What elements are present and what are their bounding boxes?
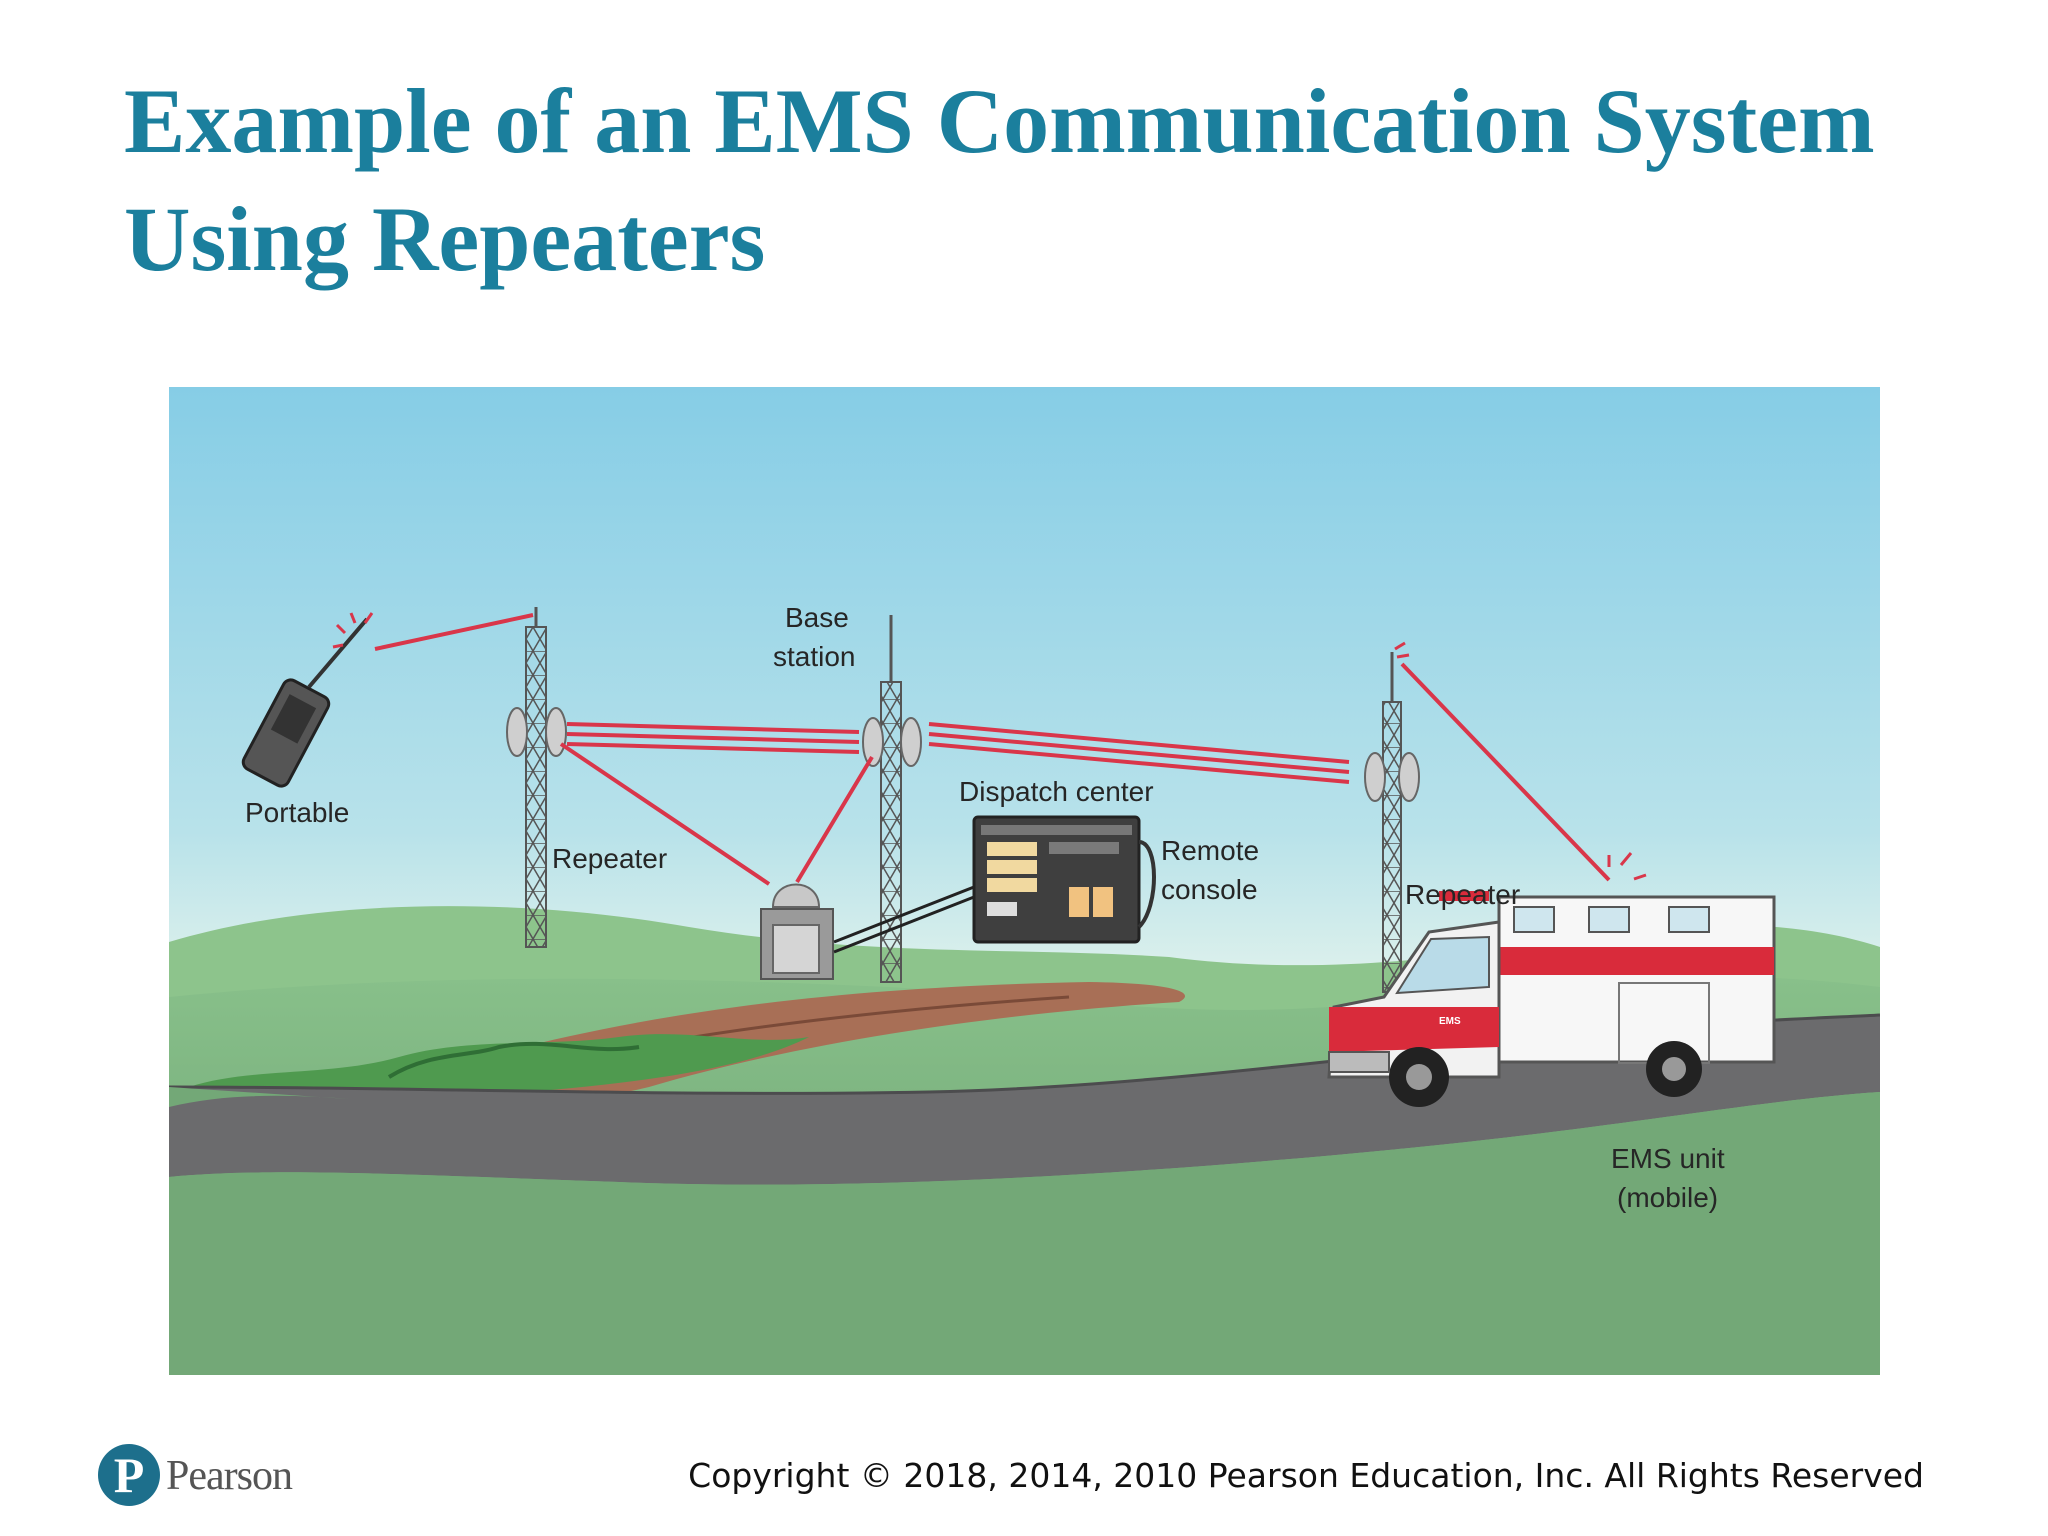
label-remote-console-line1: Remote — [1161, 835, 1259, 866]
slide-title: Example of an EMS Communication System U… — [124, 70, 1875, 290]
signal-shelter-to-repeater — [559, 742, 771, 886]
signal-links — [332, 612, 1647, 886]
pearson-logo-letter: P — [113, 1447, 145, 1503]
repeater-right-spark — [1394, 641, 1410, 659]
repeater-tower-left — [506, 607, 567, 948]
ambulance-signal-spark — [1607, 852, 1647, 881]
remote-console — [833, 815, 1156, 954]
ambulance: EMS — [1327, 891, 1776, 1107]
label-repeater-right: Repeater — [1405, 879, 1520, 910]
pearson-logo-circle: P — [98, 1444, 160, 1506]
signal-base-to-repeater-3 — [928, 742, 1350, 784]
copyright-notice: Copyright © 2018, 2014, 2010 Pearson Edu… — [688, 1456, 1924, 1495]
signal-repeater-to-base-3 — [566, 742, 860, 754]
base-station-tower — [862, 615, 922, 983]
repeater-tower-right — [1364, 652, 1420, 993]
label-portable: Portable — [245, 797, 349, 828]
base-station-shelter — [760, 883, 834, 980]
ambulance-ems-text: EMS — [1439, 1016, 1461, 1027]
label-remote-console-line2: console — [1161, 874, 1258, 905]
signal-shelter-to-base — [795, 755, 874, 884]
pearson-logo: P Pearson — [98, 1444, 338, 1514]
label-base-station-line1: Base — [785, 602, 849, 633]
signal-base-to-repeater-2 — [928, 732, 1350, 774]
signal-repeater-to-ambulance — [1400, 662, 1611, 882]
label-dispatch-center: Dispatch center — [959, 776, 1154, 807]
signal-repeater-to-base-2 — [566, 732, 860, 744]
signal-repeater-to-base-1 — [566, 722, 860, 734]
foreground-grass — [169, 1092, 1880, 1375]
portable-signal-spark — [332, 612, 374, 649]
bushes — [189, 1034, 809, 1104]
label-base-station-line2: station — [773, 641, 856, 672]
label-repeater-left: Repeater — [552, 843, 667, 874]
signal-portable-to-repeater — [374, 613, 534, 651]
signal-base-to-repeater-1 — [928, 722, 1350, 764]
label-ems-unit-line2: (mobile) — [1617, 1182, 1718, 1213]
pearson-logo-word: Pearson — [166, 1453, 293, 1499]
portable-radio — [241, 617, 369, 788]
ems-repeater-diagram: EMS Portable Repeater Base station Dispa… — [169, 387, 1880, 1375]
label-ems-unit-line1: EMS unit — [1611, 1143, 1725, 1174]
